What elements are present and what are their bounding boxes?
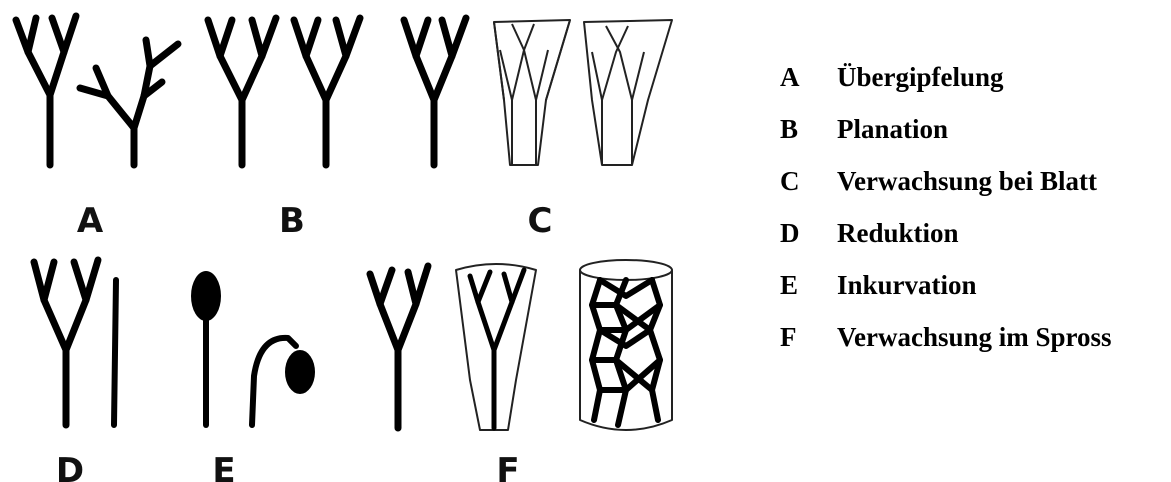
panel-d-drawing (34, 260, 116, 425)
legend-item-a: A Übergipfelung (780, 62, 1170, 114)
panel-e-letter: E (212, 451, 235, 482)
panel-b-letter: B (279, 201, 305, 241)
panel-a-dichotomous-branch (16, 16, 76, 165)
panel-f-letter: F (496, 451, 519, 482)
legend-key: B (780, 114, 837, 145)
legend-label: Verwachsung bei Blatt (837, 166, 1097, 197)
panel-b-drawing (208, 18, 360, 165)
panel-d-letter: D (56, 451, 84, 482)
panel-c-webbed-leaf-1 (494, 20, 570, 165)
legend-key: A (780, 62, 837, 93)
panel-e-upright-sporangium (191, 271, 221, 321)
panel-e-curved-sporangium (285, 350, 315, 394)
legend-item-f: F Verwachsung im Spross (780, 322, 1170, 374)
panel-b-branch-2 (294, 18, 360, 165)
panel-f-branch (370, 266, 428, 428)
panel-c-webbed-leaf-2 (584, 20, 672, 165)
panel-a-drawing (16, 16, 178, 165)
legend-key: C (780, 166, 837, 197)
legend-key: E (780, 270, 837, 301)
legend-label: Inkurvation (837, 270, 977, 301)
legend-label: Übergipfelung (837, 62, 1004, 93)
panel-d-reduced-axis (114, 280, 116, 425)
panel-d-branched-axis (34, 260, 98, 425)
legend-label: Verwachsung im Spross (837, 322, 1112, 353)
legend-item-b: B Planation (780, 114, 1170, 166)
panel-f-drawing (370, 260, 672, 430)
legend-item-c: C Verwachsung bei Blatt (780, 166, 1170, 218)
panel-a-overtopped-branch (80, 40, 178, 165)
legend-key: F (780, 322, 837, 353)
legend-key: D (780, 218, 837, 249)
legend-item-d: D Reduktion (780, 218, 1170, 270)
panel-e-drawing (191, 271, 315, 425)
panel-a-letter: A (77, 201, 104, 241)
panel-c-drawing (404, 18, 672, 165)
legend-label: Reduktion (837, 218, 959, 249)
legend: A Übergipfelung B Planation C Verwachsun… (780, 62, 1170, 374)
panel-b-branch-1 (208, 18, 276, 165)
panel-c-branch (404, 18, 466, 165)
panel-f-fused-branch (456, 264, 536, 430)
panel-c-letter: C (528, 201, 553, 241)
legend-label: Planation (837, 114, 948, 145)
panel-f-stele-cylinder (580, 260, 672, 430)
legend-item-e: E Inkurvation (780, 270, 1170, 322)
